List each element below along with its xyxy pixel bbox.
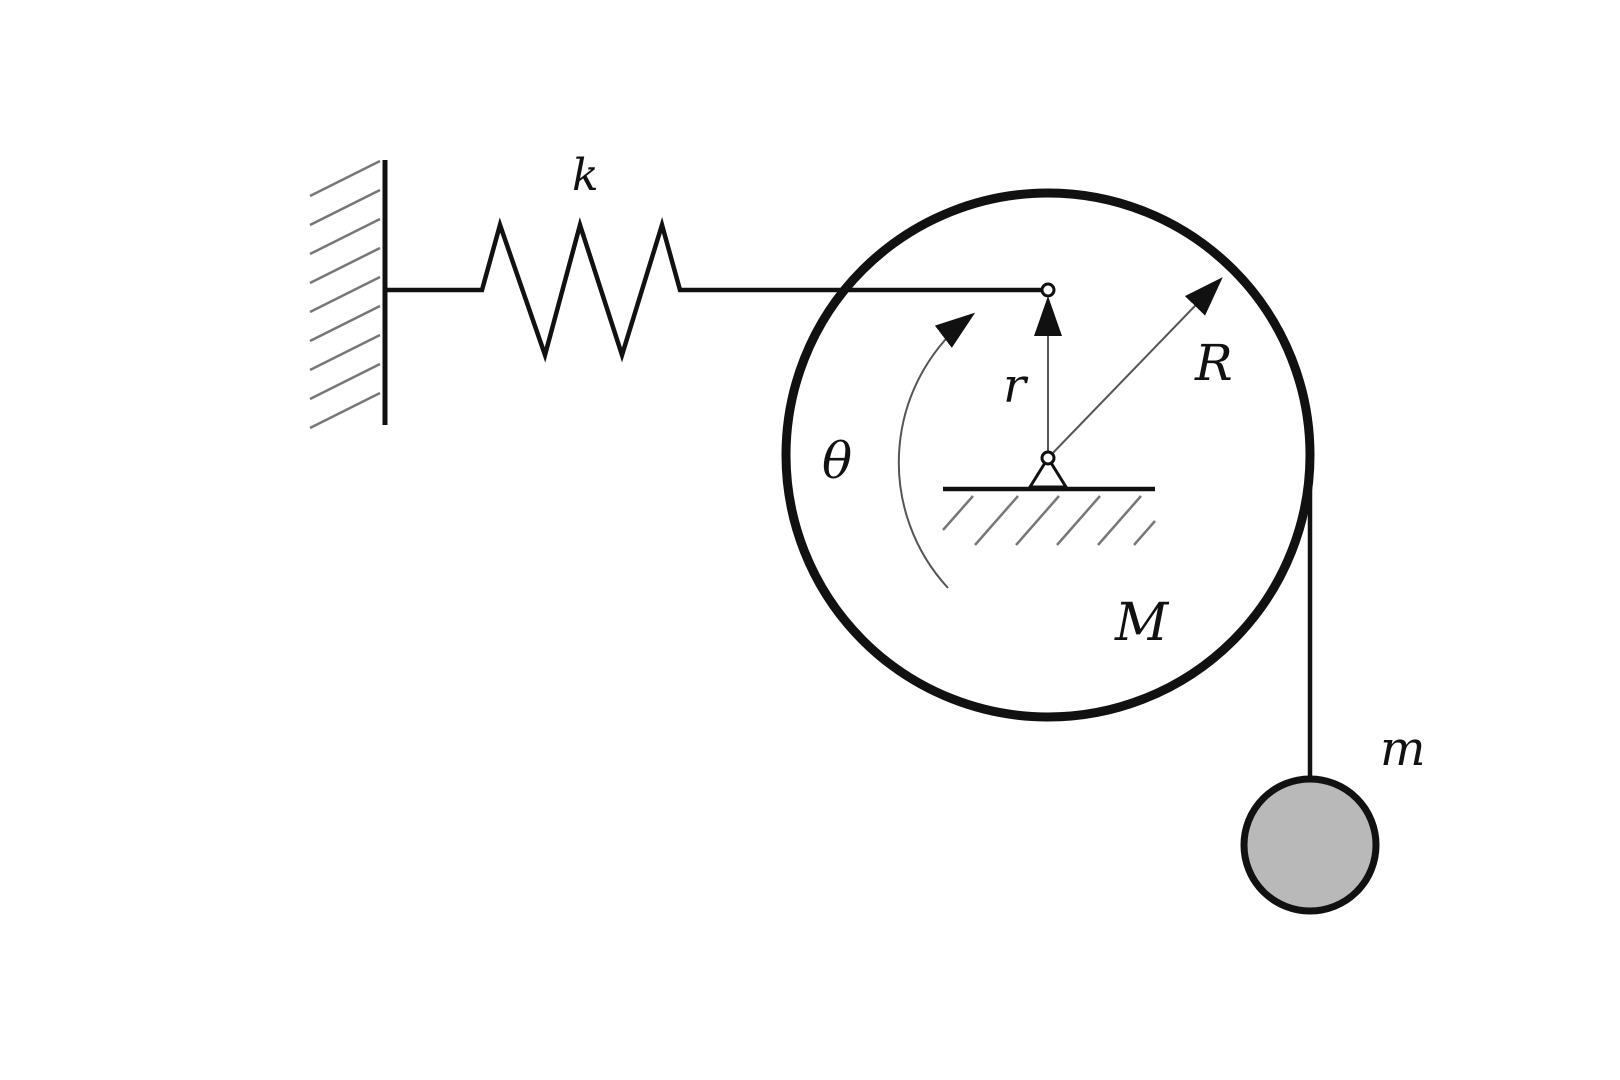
center-pivot (1040, 450, 1056, 466)
pivot-triangle (1027, 455, 1069, 489)
label-theta: θ (822, 432, 852, 490)
theta-arc-arrow (897, 312, 976, 589)
spring (385, 216, 1048, 363)
ground-hatching (942, 495, 1156, 546)
label-k: k (572, 150, 599, 201)
spring-attachment-point (1040, 282, 1056, 298)
label-m: m (1380, 721, 1426, 777)
outer-radius-arrow (1047, 277, 1223, 459)
wall-hatching (309, 159, 381, 430)
hanging-mass (1240, 775, 1380, 915)
ground-support (942, 450, 1156, 546)
label-r: r (1003, 358, 1029, 414)
label-R: R (1194, 334, 1233, 392)
label-M: M (1114, 593, 1170, 653)
left-wall (309, 159, 388, 430)
